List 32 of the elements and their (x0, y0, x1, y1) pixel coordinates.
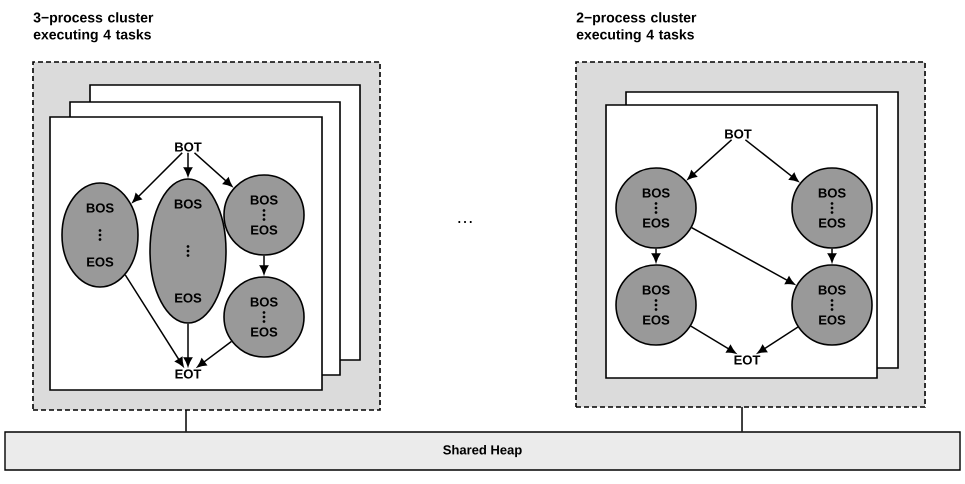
terminal-label: EOT (176, 369, 202, 379)
arrow (828, 248, 836, 262)
arrow (744, 139, 799, 182)
arrow (184, 152, 192, 176)
arrow (757, 326, 798, 354)
segment-oval: BOS EOS (791, 264, 873, 346)
segment-oval: BOS EOS (615, 167, 697, 249)
segment-oval: BOS EOS (149, 178, 227, 324)
connector-line (741, 407, 743, 432)
segment-oval: BOS EOS (791, 167, 873, 249)
segment-oval: BOS EOS (223, 174, 305, 256)
arrow (652, 248, 660, 262)
terminal-label: BOT (725, 129, 752, 139)
segment-oval: BOS EOS (615, 264, 697, 346)
cluster-heading: 3−process cluster executing 4 tasks (34, 12, 154, 42)
cluster-heading: 2−process cluster executing 4 tasks (576, 12, 696, 42)
connector-line (185, 410, 187, 432)
ellipsis-label: … (458, 221, 472, 223)
terminal-label: EOT (734, 355, 760, 365)
segment-oval: BOS EOS (61, 182, 139, 288)
arrow (690, 325, 736, 354)
arrow (194, 152, 232, 187)
heap-bar: Shared Heap (4, 431, 961, 471)
terminal-label: BOT (175, 142, 202, 152)
arrow (184, 324, 192, 366)
arrow (691, 227, 795, 285)
arrow (124, 274, 184, 367)
arrow (687, 139, 732, 180)
arrow (132, 152, 183, 203)
segment-oval: BOS EOS (223, 276, 305, 358)
arrow (197, 340, 232, 368)
arrow (260, 256, 268, 274)
